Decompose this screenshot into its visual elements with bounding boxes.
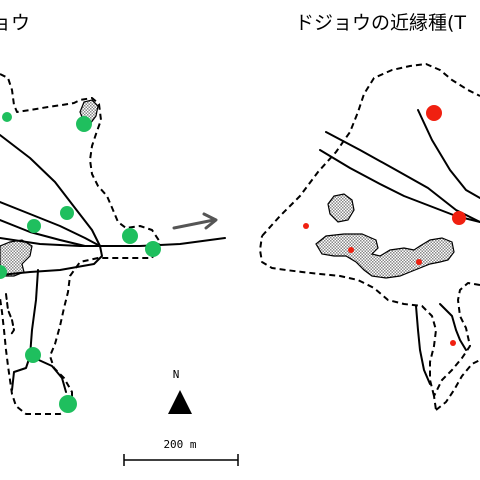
left-point	[59, 395, 77, 413]
left-point	[0, 265, 7, 279]
right-arrow-icon	[172, 212, 218, 230]
left-point	[27, 219, 41, 233]
scale-bar: 200 m	[123, 438, 239, 466]
right-map-title: ドジョウの近縁種(T	[295, 12, 467, 34]
right-watershed-boundary	[259, 63, 480, 411]
right-point	[450, 340, 456, 346]
north-arrow-icon: N	[168, 368, 192, 414]
left-watershed-boundary	[0, 73, 161, 415]
left-point	[60, 206, 74, 220]
left-map-title: ョウ	[0, 12, 31, 34]
scale-bar-label: 200 m	[163, 438, 196, 451]
right-map	[259, 63, 480, 411]
left-survey-points	[0, 112, 161, 413]
north-label: N	[173, 368, 180, 381]
left-point	[122, 228, 138, 244]
right-point	[348, 247, 354, 253]
left-map	[0, 73, 226, 415]
left-point	[2, 112, 12, 122]
left-point	[145, 241, 161, 257]
left-streams	[0, 134, 226, 393]
right-survey-points	[303, 105, 466, 346]
right-pond-upper	[327, 193, 355, 223]
right-point	[303, 223, 309, 229]
right-pond-lower	[315, 233, 455, 279]
left-point	[25, 347, 41, 363]
right-point	[426, 105, 442, 121]
right-point	[452, 211, 466, 225]
right-point	[416, 259, 422, 265]
left-point	[76, 116, 92, 132]
